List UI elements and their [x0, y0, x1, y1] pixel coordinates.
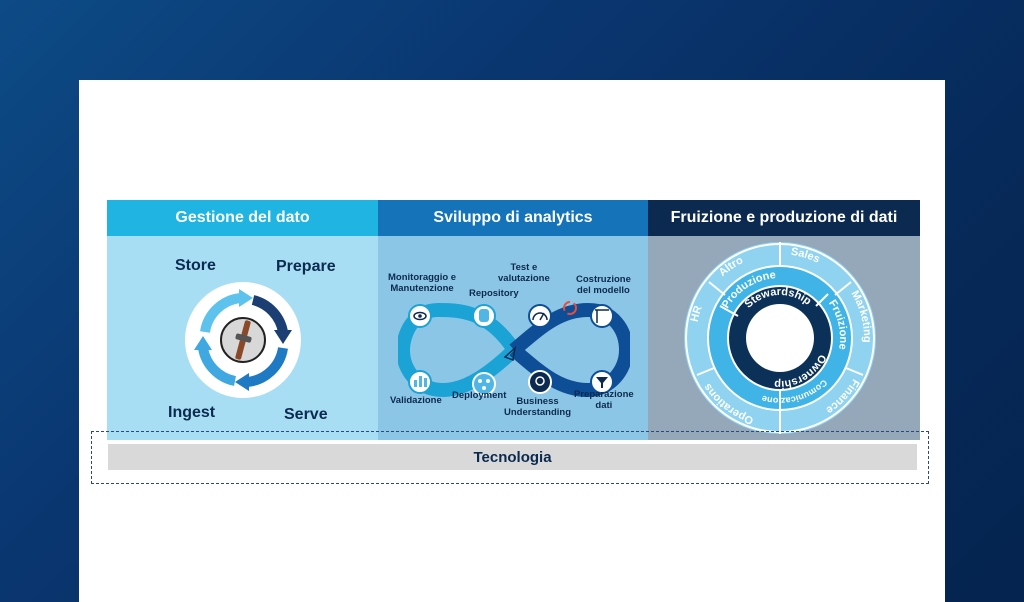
network-icon — [472, 372, 496, 396]
fruizione-title: Fruizione e produzione di dati — [648, 200, 920, 236]
database-icon — [472, 304, 496, 328]
fruizione-wheel: Sales Marketing Finance Operations HR Al… — [684, 242, 876, 434]
sviluppo-body: Monitoraggio e Manutenzione Repository T… — [378, 236, 648, 440]
outer-dividers — [696, 242, 864, 434]
cycle-arc-prepare — [251, 295, 288, 334]
gestione-panel: Gestione del dato Store Prepare Ingest S… — [107, 200, 378, 440]
ingest-label: Ingest — [168, 404, 216, 421]
refresh-icon — [563, 301, 577, 315]
gauge-icon — [528, 304, 552, 328]
cycle-arc-store — [200, 293, 242, 333]
svg-text:HR: HR — [689, 304, 705, 323]
fruizione-body: Sales Marketing Finance Operations HR Al… — [648, 236, 920, 440]
eye-icon — [408, 304, 432, 328]
tecnologia-dashed-frame — [91, 431, 929, 484]
step-repository: Repository — [469, 288, 519, 299]
step-test: Test e valutazione — [498, 262, 550, 284]
filter-icon — [590, 370, 614, 394]
cycle-arc-ingest — [198, 346, 237, 386]
head-gear-icon — [528, 370, 552, 394]
tool-grip — [235, 333, 252, 343]
analytics-infinity-loop — [398, 301, 630, 398]
gestione-title: Gestione del dato — [107, 200, 378, 236]
loop-left — [398, 302, 520, 398]
step-validazione: Validazione — [390, 395, 442, 406]
step-preparazione: Preparazione dati — [574, 389, 634, 411]
sviluppo-title: Sviluppo di analytics — [378, 200, 648, 236]
step-business: Business Understanding — [504, 396, 572, 418]
sviluppo-panel: Sviluppo di analytics — [378, 200, 648, 440]
arrow-head-icon — [235, 373, 249, 391]
data-cycle-diagram — [185, 282, 301, 398]
chart-icon — [408, 370, 432, 394]
tecnologia-bar: Tecnologia — [108, 444, 917, 470]
step-costruzione: Costruzione del modello — [576, 274, 631, 296]
arrow-head-icon — [239, 289, 253, 307]
arrow-head-icon — [274, 330, 292, 344]
prepare-label: Prepare — [276, 258, 336, 275]
cycle-arc-serve — [246, 347, 288, 387]
hub — [746, 304, 814, 372]
loop-right — [509, 302, 630, 398]
store-label: Store — [175, 257, 216, 274]
crane-icon — [590, 304, 614, 328]
serve-label: Serve — [284, 406, 328, 423]
loop-direction-icon — [503, 346, 517, 362]
gestione-body: Store Prepare Ingest Serve — [107, 236, 378, 440]
outer-hr: HR — [689, 304, 705, 323]
arrow-head-icon — [194, 336, 212, 350]
fruizione-panel: Fruizione e produzione di dati — [648, 200, 920, 440]
step-deployment: Deployment — [452, 390, 507, 401]
step-monitoraggio: Monitoraggio e Manutenzione — [388, 272, 457, 294]
